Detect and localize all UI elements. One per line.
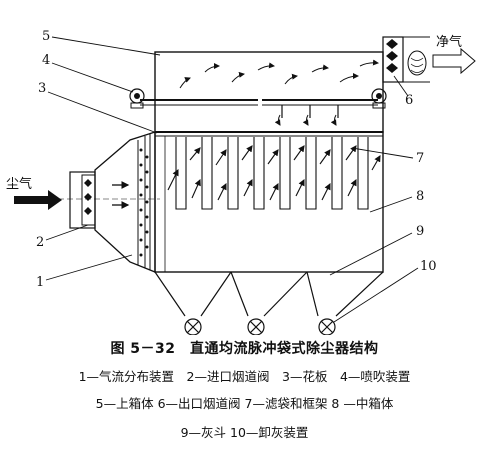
clean-gas-arrow bbox=[432, 47, 476, 75]
figure-caption-title: 图 5－32 直通均流脉冲袋式除尘器结构 bbox=[110, 341, 379, 357]
label-7: 7 bbox=[416, 151, 424, 166]
label-6: 6 bbox=[405, 93, 413, 108]
discharge-valves bbox=[184, 318, 336, 335]
label-outlet-gas: 净气 bbox=[436, 34, 462, 50]
outlet-damper bbox=[382, 36, 404, 83]
dust-gas-arrow bbox=[14, 190, 62, 210]
flow-distribution-plate bbox=[137, 134, 151, 270]
upper-box bbox=[154, 51, 384, 133]
pulse-valve-right bbox=[371, 88, 387, 109]
dust-collector-diagram: 尘气 净气 5 4 3 6 7 8 9 10 2 1 bbox=[6, 29, 476, 335]
ash-hoppers bbox=[154, 271, 384, 317]
middle-box bbox=[154, 131, 384, 273]
inlet-damper bbox=[81, 174, 96, 226]
caption-legend-line-3: 9—灰斗 10—卸灰装置 bbox=[180, 425, 309, 440]
label-10: 10 bbox=[420, 259, 437, 274]
caption-legend-line-1: 1—气流分布装置 2—进口烟道阀 3—花板 4—喷吹装置 bbox=[78, 369, 411, 384]
outlet-damper-blades bbox=[386, 39, 398, 73]
label-inlet-gas: 尘气 bbox=[6, 176, 32, 192]
label-4: 4 bbox=[42, 53, 50, 68]
label-1: 1 bbox=[36, 275, 44, 290]
caption-legend-line-2: 5—上箱体 6—出口烟道阀 7—滤袋和框架 8 —中箱体 bbox=[95, 396, 394, 411]
filter-bags bbox=[175, 137, 369, 210]
label-5: 5 bbox=[42, 29, 50, 44]
label-8: 8 bbox=[416, 189, 424, 204]
label-2: 2 bbox=[36, 235, 44, 250]
label-3: 3 bbox=[38, 81, 46, 96]
label-9: 9 bbox=[416, 224, 424, 239]
pulse-valve-left bbox=[129, 88, 145, 109]
